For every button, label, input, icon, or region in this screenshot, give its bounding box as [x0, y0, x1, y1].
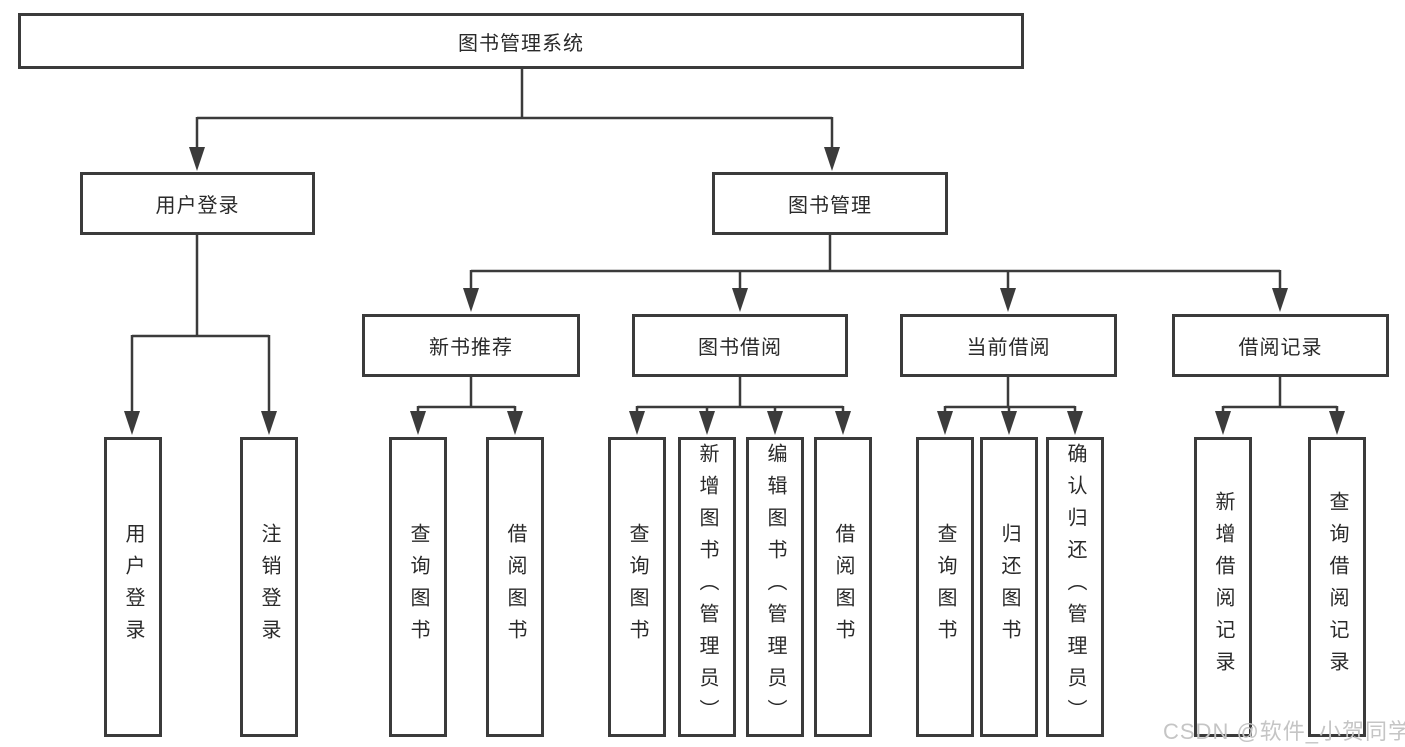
- leaf-edit-books-admin: 编辑图书（管理员）: [746, 437, 804, 737]
- leaf-return-books: 归还图书: [980, 437, 1038, 737]
- leaf-query-books-borrowing: 查询图书: [608, 437, 666, 737]
- node-user-login: 用户登录: [80, 172, 315, 235]
- arrowhead-icons: [124, 147, 1345, 435]
- leaf-query-borrow-record: 查询借阅记录: [1308, 437, 1366, 737]
- leaf-query-books-current: 查询图书: [916, 437, 974, 737]
- leaf-logout-label: 注销登录: [258, 523, 280, 651]
- node-book-management: 图书管理: [712, 172, 948, 235]
- csdn-watermark: CSDN @软件_小贺同学: [1163, 719, 1405, 744]
- leaf-confirm-return-admin: 确认归还（管理员）: [1046, 437, 1104, 737]
- leaf-borrow-books-recommend: 借阅图书: [486, 437, 544, 737]
- leaf-query-books-recommend: 查询图书: [389, 437, 447, 737]
- node-new-book-recommend: 新书推荐: [362, 314, 580, 377]
- leaf-query-books-current-label: 查询图书: [934, 523, 956, 651]
- node-book-borrowing: 图书借阅: [632, 314, 848, 377]
- leaf-add-borrow-record: 新增借阅记录: [1194, 437, 1252, 737]
- leaf-add-books-admin: 新增图书（管理员）: [678, 437, 736, 737]
- node-current-borrowing: 当前借阅: [900, 314, 1117, 377]
- leaf-borrow-books-label: 借阅图书: [832, 523, 854, 651]
- leaf-query-books-recommend-label: 查询图书: [407, 523, 429, 651]
- leaf-add-borrow-record-label: 新增借阅记录: [1212, 491, 1234, 683]
- leaf-borrow-books-recommend-label: 借阅图书: [504, 523, 526, 651]
- leaf-user-login-label: 用户登录: [122, 523, 144, 651]
- leaf-add-books-admin-label: 新增图书（管理员）: [696, 443, 718, 731]
- leaf-query-books-borrowing-label: 查询图书: [626, 523, 648, 651]
- node-root: 图书管理系统: [18, 13, 1024, 69]
- leaf-user-login: 用户登录: [104, 437, 162, 737]
- leaf-query-borrow-record-label: 查询借阅记录: [1326, 491, 1348, 683]
- leaf-logout: 注销登录: [240, 437, 298, 737]
- leaf-edit-books-admin-label: 编辑图书（管理员）: [764, 443, 786, 731]
- leaf-borrow-books: 借阅图书: [814, 437, 872, 737]
- leaf-confirm-return-admin-label: 确认归还（管理员）: [1064, 443, 1086, 731]
- leaf-return-books-label: 归还图书: [998, 523, 1020, 651]
- node-borrowing-records: 借阅记录: [1172, 314, 1389, 377]
